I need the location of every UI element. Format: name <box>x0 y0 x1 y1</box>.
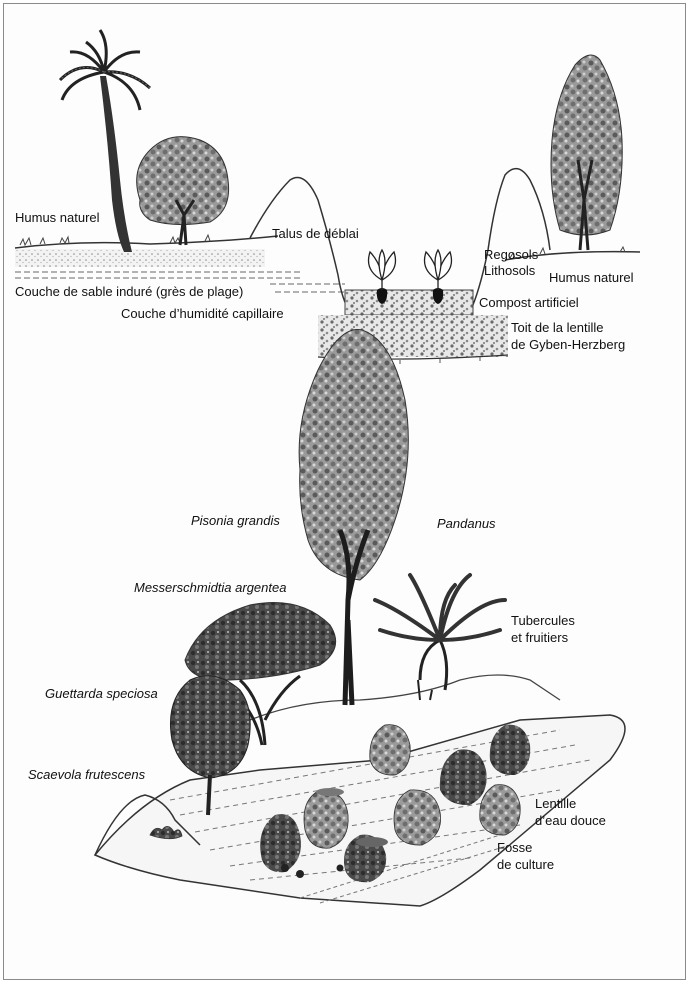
label-humus-naturel-left: Humus naturel <box>15 210 100 226</box>
label-messerschmidtia: Messerschmidtia argentea <box>134 580 286 596</box>
label-toit-lentille-1: Toit de la lentille <box>511 320 604 336</box>
compost-bed <box>345 290 473 315</box>
pandanus-tree <box>375 575 505 700</box>
label-humidite-capillaire: Couche d’humidité capillaire <box>121 306 284 322</box>
label-fosse-1: Fosse <box>497 840 532 856</box>
label-humus-naturel-right: Humus naturel <box>549 270 634 286</box>
label-guettarda-speciosa: Guettarda speciosa <box>45 686 158 702</box>
label-regosols: Regosols <box>484 247 538 263</box>
broadleaf-tree <box>137 137 229 245</box>
label-tubercules-2: et fruitiers <box>511 630 568 646</box>
label-sable-indure: Couche de sable induré (grès de plage) <box>15 284 243 300</box>
ground-surface-left <box>15 236 278 248</box>
tall-tree-right <box>551 55 622 250</box>
label-scaevola-frutescens: Scaevola frutescens <box>28 767 145 783</box>
terrace-mound <box>250 675 560 720</box>
label-lentille-2: d’eau douce <box>535 813 606 829</box>
label-pandanus: Pandanus <box>437 516 496 532</box>
soil-profile-diagram <box>15 30 640 364</box>
label-tubercules-1: Tubercules <box>511 613 575 629</box>
label-compost-artificiel: Compost artificiel <box>479 295 579 311</box>
label-talus-de-deblai: Talus de déblai <box>272 226 359 242</box>
label-pisonia-grandis: Pisonia grandis <box>191 513 280 529</box>
talus-right <box>470 169 550 312</box>
label-toit-lentille-2: de Gyben-Herzberg <box>511 337 625 353</box>
label-fosse-2: de culture <box>497 857 554 873</box>
label-lentille-1: Lentille <box>535 796 576 812</box>
label-lithosols: Lithosols <box>484 263 535 279</box>
humus-layer-left <box>15 249 265 267</box>
